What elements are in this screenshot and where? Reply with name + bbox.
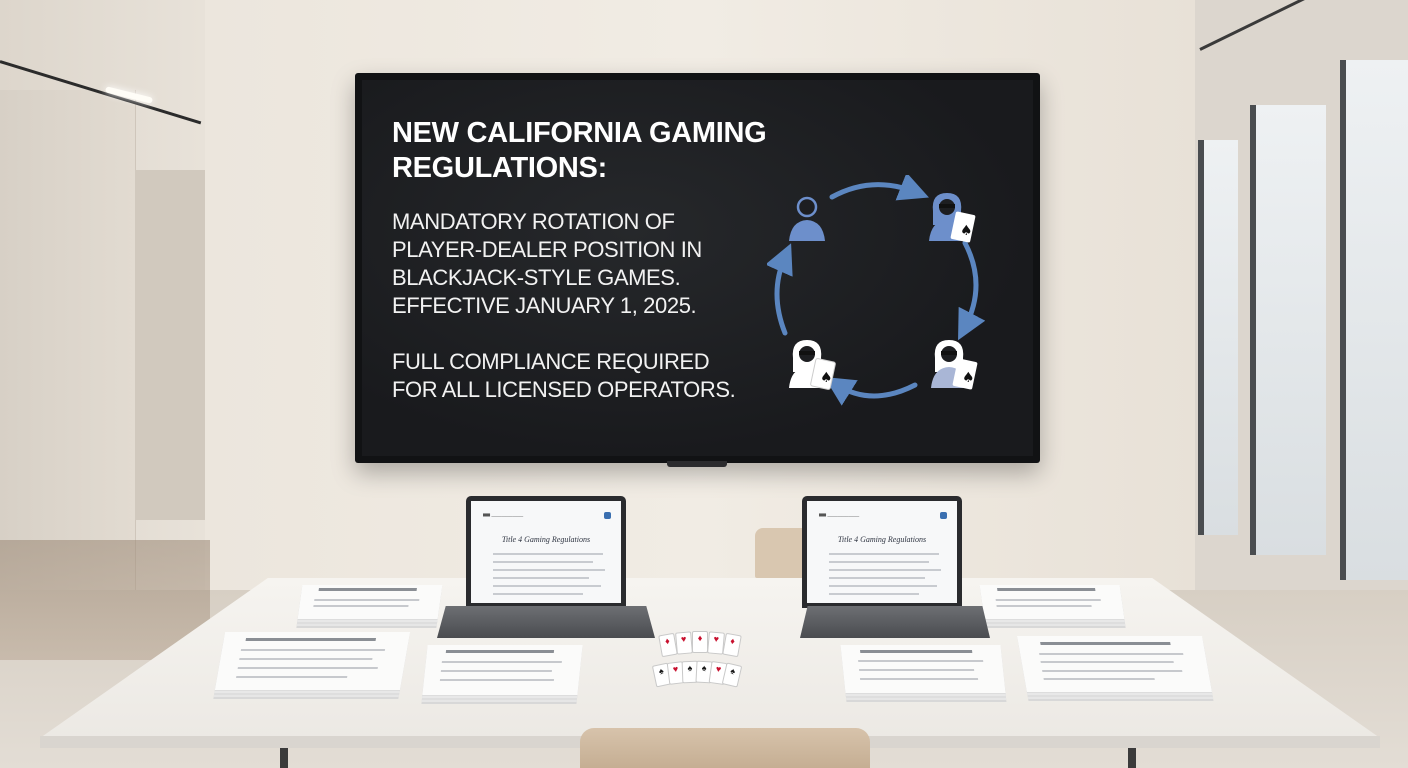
tv-headline: NEW CALIFORNIA GAMING REGULATIONS:: [392, 116, 832, 186]
svg-text:♠: ♠: [820, 370, 833, 386]
laptop-text-line: [829, 569, 941, 571]
document-line: [995, 598, 1101, 601]
tv-compliance-text: FULL COMPLIANCE REQUIRED FOR ALL LICENSE…: [392, 348, 752, 404]
laptop-text-line: [829, 553, 939, 555]
laptop-text-line: [493, 585, 601, 587]
laptop-left-keyboard: [437, 606, 655, 638]
dealer-icon: ♠: [789, 340, 836, 390]
document-line: [237, 666, 379, 669]
document-heading: [318, 588, 417, 592]
rotation-arrow-icon: [958, 240, 986, 341]
document-stack: [979, 585, 1125, 619]
laptop-right-keyboard: [800, 606, 990, 638]
laptop-page-logo: ▀▀ ─────────: [483, 515, 524, 520]
playing-card[interactable]: ♠: [721, 662, 743, 688]
playing-card[interactable]: ♦: [722, 632, 742, 658]
document-line: [313, 605, 409, 608]
document-heading: [860, 649, 973, 653]
tv-body-text: MANDATORY ROTATION OF PLAYER-DEALER POSI…: [392, 208, 752, 320]
laptop-text-line: [493, 577, 589, 579]
document-heading: [245, 637, 376, 641]
chair-front: [580, 728, 870, 768]
document-line: [1041, 669, 1183, 672]
tv-headline-line: REGULATIONS:: [392, 151, 607, 184]
document-line: [314, 598, 420, 601]
laptop-text-line: [493, 553, 603, 555]
laptop-text-line: [829, 561, 929, 563]
window-pane: [1198, 140, 1238, 535]
document-line: [996, 605, 1092, 608]
laptop-text-line: [829, 577, 925, 579]
laptop-page-badge-icon: [940, 512, 947, 519]
laptop-display: ▀▀ ───────── Title 4 Gaming Regulations: [807, 501, 957, 603]
document-heading: [1040, 641, 1171, 645]
document-stack: [297, 585, 443, 619]
document-line: [440, 670, 553, 672]
corridor-doorway: [135, 170, 205, 520]
document-line: [858, 660, 984, 663]
table-leg: [280, 748, 288, 768]
document-stack: [1017, 636, 1212, 692]
laptop-text-line: [829, 593, 919, 595]
rotation-arrow-icon: [829, 175, 929, 201]
wall-tv: NEW CALIFORNIA GAMING REGULATIONS: MANDA…: [355, 73, 1040, 467]
laptop-text-line: [829, 585, 937, 587]
document-stack: [840, 645, 1006, 693]
tv-compliance-line: FULL COMPLIANCE REQUIRED: [392, 349, 710, 374]
laptop-page-logo: ▀▀ ─────────: [819, 515, 860, 520]
tv-body-line: MANDATORY ROTATION OF: [392, 209, 675, 234]
laptop-right-screen[interactable]: ▀▀ ───────── Title 4 Gaming Regulations: [802, 496, 962, 608]
laptop-text-line: [493, 561, 593, 563]
document-stack: [214, 632, 411, 690]
document-line: [1042, 678, 1155, 680]
card-fan-top: ♦ ♥ ♦ ♥ ♦: [658, 630, 770, 658]
dealer-icon: ♠: [929, 193, 976, 243]
card-fan-bottom: ♠ ♥ ♠ ♠ ♥ ♠: [651, 660, 774, 688]
left-corridor-wall: [0, 90, 136, 590]
laptop-display: ▀▀ ───────── Title 4 Gaming Regulations: [471, 501, 621, 603]
rotation-arrow-icon: [824, 377, 918, 406]
document-line: [1040, 661, 1174, 664]
tv-screen: NEW CALIFORNIA GAMING REGULATIONS: MANDA…: [362, 80, 1033, 456]
wood-floor-corridor: [0, 540, 210, 660]
tv-bottom-sensor: [667, 461, 727, 467]
laptop-left-screen[interactable]: ▀▀ ───────── Title 4 Gaming Regulations: [466, 496, 626, 608]
rotation-diagram: ♠ ♠ ♠: [767, 175, 986, 406]
player-icon: [789, 196, 825, 241]
document-heading: [996, 588, 1096, 592]
table-leg: [1128, 748, 1136, 768]
svg-text:♠: ♠: [960, 223, 973, 239]
document-stack: [422, 645, 583, 695]
document-line: [859, 669, 975, 671]
document-heading: [445, 650, 555, 653]
tv-compliance-line: FOR ALL LICENSED OPERATORS.: [392, 376, 736, 402]
window-pane: [1340, 60, 1408, 580]
tv-body-line: PLAYER-DEALER POSITION IN: [392, 236, 702, 262]
svg-text:♠: ♠: [962, 370, 975, 386]
laptop-page-title: Title 4 Gaming Regulations: [501, 535, 591, 544]
rotation-arrow-icon: [767, 243, 793, 336]
laptop-page-title: Title 4 Gaming Regulations: [837, 535, 927, 544]
laptop-page-badge-icon: [604, 512, 611, 519]
playing-card[interactable]: ♥: [675, 631, 693, 655]
window-pane: [1250, 105, 1326, 555]
dealer-icon: ♠: [931, 340, 978, 390]
document-line: [1038, 652, 1184, 655]
laptop-text-line: [493, 569, 605, 571]
laptop-text-line: [493, 593, 583, 595]
document-line: [441, 661, 563, 663]
document-line: [235, 675, 347, 678]
playing-card[interactable]: ♦: [692, 631, 708, 653]
document-line: [859, 677, 979, 680]
document-line: [238, 658, 373, 661]
document-line: [240, 649, 385, 652]
document-line: [439, 679, 555, 681]
tv-body-line: EFFECTIVE JANUARY 1, 2025.: [392, 292, 697, 318]
tv-body-line: BLACKJACK-STYLE GAMES.: [392, 264, 681, 290]
tv-headline-line: NEW CALIFORNIA GAMING: [392, 117, 767, 149]
